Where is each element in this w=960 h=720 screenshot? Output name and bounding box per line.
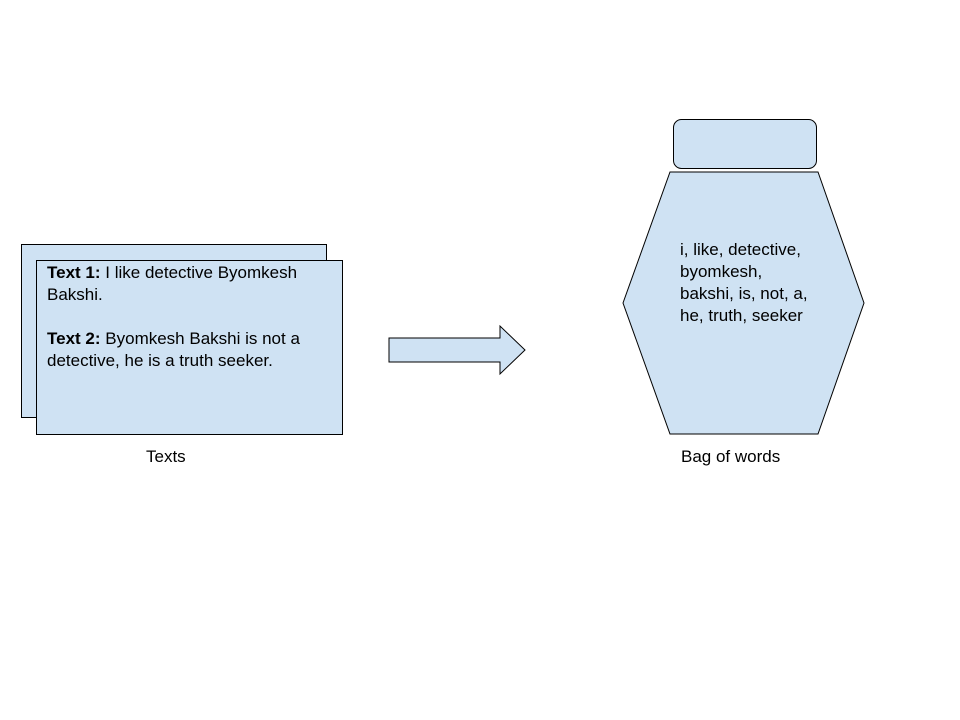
bag-lid <box>673 119 817 169</box>
texts-caption: Texts <box>146 447 186 466</box>
bag-body <box>622 171 865 435</box>
text-1: Text 1: I like detective Byomkesh Bakshi… <box>47 262 332 306</box>
bag-of-words-caption: Bag of words <box>681 447 781 466</box>
bag-of-words-list: i, like, detective, byomkesh, bakshi, is… <box>680 240 808 325</box>
text-1-body: I like detective Byomkesh Bakshi. <box>47 263 298 304</box>
text-1-label: Text 1: <box>47 263 101 282</box>
text-2: Text 2: Byomkesh Bakshi is not a detecti… <box>47 328 332 372</box>
text-2-body: Byomkesh Bakshi is not a detective, he i… <box>47 329 300 370</box>
text-2-label: Text 2: <box>47 329 101 348</box>
document-card-front: Text 1: I like detective Byomkesh Bakshi… <box>36 260 343 435</box>
arrow-right-icon <box>388 324 526 376</box>
